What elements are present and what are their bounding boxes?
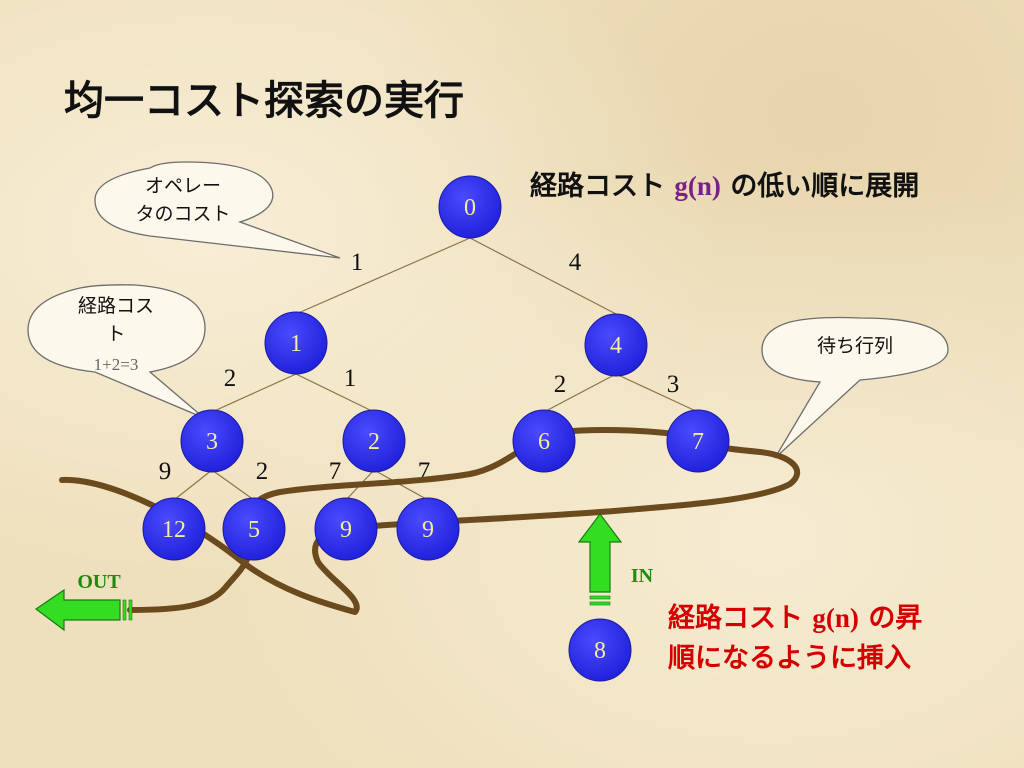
svg-text:5: 5 [248,517,260,543]
svg-text:7: 7 [692,429,704,455]
svg-text:9: 9 [340,517,352,543]
node-l3-c: 9 [314,497,378,561]
subtitle-prefix: 経路コスト [530,171,665,202]
path-cost-formula: 1+2=3 [94,355,139,374]
operator-cost-line1: オペレー [145,175,221,197]
path-cost-line2: ト [106,323,125,345]
cost-3-5: 2 [256,458,269,485]
edge-0-4 [469,237,617,315]
edge-4-6 [543,373,617,413]
node-l2-c: 6 [512,409,576,473]
in-label: IN [631,565,654,587]
node-l2-b: 2 [342,409,406,473]
node-l2-a: 3 [180,409,244,473]
edge-3-5 [211,469,255,501]
note-prefix: 経路コスト [668,603,803,634]
svg-text:0: 0 [464,195,476,221]
out-label: OUT [77,571,121,593]
edge-2-9b [373,469,429,501]
svg-text:3: 3 [206,429,218,455]
subtitle-suffix: の低い順に展開 [730,171,920,202]
edge-1-3 [211,373,297,413]
node-root: 0 [438,175,502,239]
tree-nodes: 0 1 4 3 2 6 7 12 [142,175,730,682]
svg-text:1: 1 [290,331,302,357]
node-l1-left: 1 [264,311,328,375]
path-cost-callout: 経路コス ト 1+2=3 [27,284,206,419]
operator-cost-callout: オペレー タのコスト [94,161,341,259]
node-l3-a: 12 [142,497,206,561]
cost-1-3: 2 [224,365,237,392]
queue-callout-label: 待ち行列 [817,335,893,357]
path-cost-line1: 経路コス [78,295,154,317]
in-arrow: IN [577,513,654,606]
operator-cost-line2: タのコスト [135,203,230,225]
insertion-note: 経路コスト g(n) の昇順になるように挿入 [668,598,938,679]
svg-text:6: 6 [538,429,550,455]
queue-callout: 待ち行列 [761,316,949,459]
svg-text:9: 9 [422,517,434,543]
node-new-insert: 8 [568,618,632,682]
node-l2-d: 7 [666,409,730,473]
note-suffix: の昇順になるように挿入 [668,603,923,674]
node-l3-d: 9 [396,497,460,561]
out-arrow: OUT [34,571,133,632]
svg-text:12: 12 [162,517,186,543]
edge-3-12 [173,469,213,501]
svg-text:4: 4 [610,333,622,359]
cost-3-12: 9 [159,458,172,485]
cost-4-6: 2 [554,371,567,398]
priority-queue-line [59,427,800,615]
cost-0-4: 4 [569,249,582,276]
cost-1-2: 1 [344,365,357,392]
cost-2-9a: 7 [329,458,342,485]
edge-1-2 [295,373,375,413]
cost-4-7: 3 [667,371,680,398]
edge-4-7 [615,373,699,413]
edge-0-1 [295,237,471,315]
svg-text:2: 2 [368,429,380,455]
tree-edges [173,237,699,501]
svg-text:8: 8 [594,638,606,664]
node-l3-b: 5 [222,497,286,561]
note-gn: g(n) [812,603,859,633]
subtitle: 経路コスト g(n) の低い順に展開 [530,164,919,203]
cost-0-1: 1 [351,249,364,276]
node-l1-right: 4 [584,313,648,377]
page-title: 均一コスト探索の実行 [64,78,464,124]
subtitle-gn: g(n) [674,171,721,201]
